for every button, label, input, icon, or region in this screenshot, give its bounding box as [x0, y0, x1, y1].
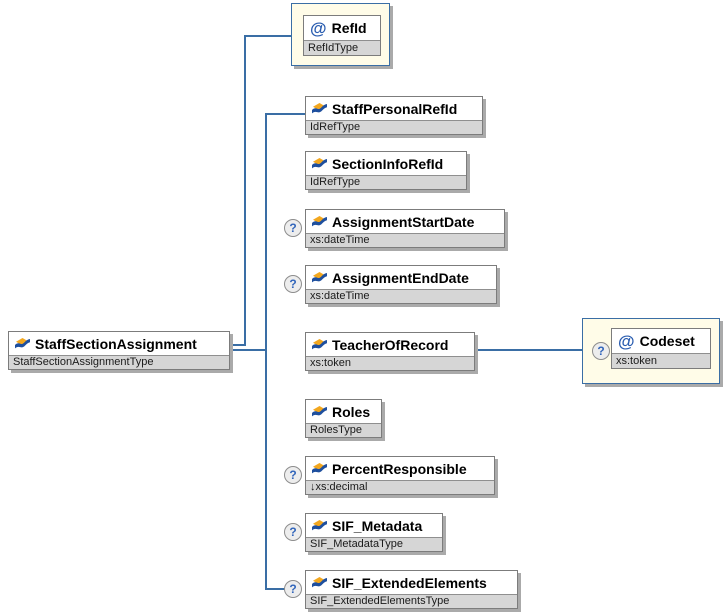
attribute-type: xs:token: [612, 353, 710, 368]
element-name: AssignmentEndDate: [332, 269, 469, 286]
connector-first-child-stub: [265, 113, 305, 115]
element-title-row: AssignmentStartDate: [306, 210, 504, 233]
attribute-box-codeset[interactable]: @ Codeset xs:token: [611, 328, 711, 369]
element-type: IdRefType: [306, 175, 466, 189]
attribute-name: RefId: [331, 20, 367, 36]
element-title-row: StaffSectionAssignment: [9, 332, 229, 355]
element-name: Roles: [332, 403, 371, 420]
element-type: SIF_MetadataType: [306, 537, 442, 551]
element-type: xs:dateTime: [306, 289, 496, 303]
element-type: xs:token: [306, 356, 474, 370]
element-title-row: SIF_ExtendedElements: [306, 571, 517, 594]
attribute-title-row: @ Codeset: [612, 329, 710, 353]
element-box-assignmentenddate[interactable]: AssignmentEndDate xs:dateTime: [305, 265, 497, 304]
element-box-assignmentstartdate[interactable]: AssignmentStartDate xs:dateTime: [305, 209, 505, 248]
element-type: StaffSectionAssignmentType: [9, 355, 229, 369]
element-box-roles[interactable]: Roles RolesType: [305, 399, 382, 438]
element-box-staffpersonalrefid[interactable]: StaffPersonalRefId IdRefType: [305, 96, 483, 135]
element-icon: [312, 103, 327, 114]
element-box-percentresponsible[interactable]: PercentResponsible ↓xs:decimal: [305, 456, 495, 495]
element-icon: [312, 520, 327, 531]
attribute-at-icon: @: [618, 331, 635, 351]
connector-last-child-stub: [265, 588, 286, 590]
element-icon: [312, 577, 327, 588]
element-type: RolesType: [306, 423, 381, 437]
attribute-at-icon: @: [310, 18, 327, 38]
element-title-row: AssignmentEndDate: [306, 266, 496, 289]
optional-icon: ?: [592, 342, 610, 360]
element-name: SectionInfoRefId: [332, 155, 444, 172]
element-name: TeacherOfRecord: [332, 336, 449, 353]
element-name: StaffPersonalRefId: [332, 100, 458, 117]
element-icon: [15, 338, 30, 349]
optional-icon: ?: [284, 275, 302, 293]
element-icon: [312, 216, 327, 227]
element-title-row: Roles: [306, 400, 381, 423]
element-name: StaffSectionAssignment: [35, 335, 197, 352]
attribute-type: RefIdType: [304, 40, 380, 55]
element-name: PercentResponsible: [332, 460, 467, 477]
element-box-sif-extendedelements[interactable]: SIF_ExtendedElements SIF_ExtendedElement…: [305, 570, 518, 609]
element-box-teacherofrecord[interactable]: TeacherOfRecord xs:token: [305, 332, 475, 371]
attribute-title-row: @ RefId: [304, 16, 380, 40]
element-title-row: SIF_Metadata: [306, 514, 442, 537]
connector-children-trunk: [265, 113, 267, 590]
element-box-sif-metadata[interactable]: SIF_Metadata SIF_MetadataType: [305, 513, 443, 552]
connector-attribute-trunk: [244, 35, 246, 346]
connector-root-children-stub: [230, 349, 267, 351]
element-name: SIF_ExtendedElements: [332, 574, 487, 591]
element-box-sectioninforefid[interactable]: SectionInfoRefId IdRefType: [305, 151, 467, 190]
connector-refid-stub: [244, 35, 291, 37]
element-icon: [312, 339, 327, 350]
element-type: xs:dateTime: [306, 233, 504, 247]
optional-icon: ?: [284, 466, 302, 484]
element-box-staffsectionassignment[interactable]: StaffSectionAssignment StaffSectionAssig…: [8, 331, 230, 370]
element-title-row: StaffPersonalRefId: [306, 97, 482, 120]
attribute-box-refid[interactable]: @ RefId RefIdType: [303, 15, 381, 56]
connector-root-attribute-stub: [230, 344, 246, 346]
element-icon: [312, 406, 327, 417]
element-icon: [312, 272, 327, 283]
optional-icon: ?: [284, 219, 302, 237]
optional-icon: ?: [284, 523, 302, 541]
element-title-row: SectionInfoRefId: [306, 152, 466, 175]
element-name: AssignmentStartDate: [332, 213, 475, 230]
element-title-row: PercentResponsible: [306, 457, 494, 480]
element-type: SIF_ExtendedElementsType: [306, 594, 517, 608]
element-type: ↓xs:decimal: [306, 480, 494, 494]
element-type: IdRefType: [306, 120, 482, 134]
connector-teacherofrecord-codeset: [475, 349, 583, 351]
attribute-name: Codeset: [639, 333, 695, 349]
element-name: SIF_Metadata: [332, 517, 423, 534]
element-title-row: TeacherOfRecord: [306, 333, 474, 356]
element-icon: [312, 158, 327, 169]
optional-icon: ?: [284, 580, 302, 598]
element-icon: [312, 463, 327, 474]
